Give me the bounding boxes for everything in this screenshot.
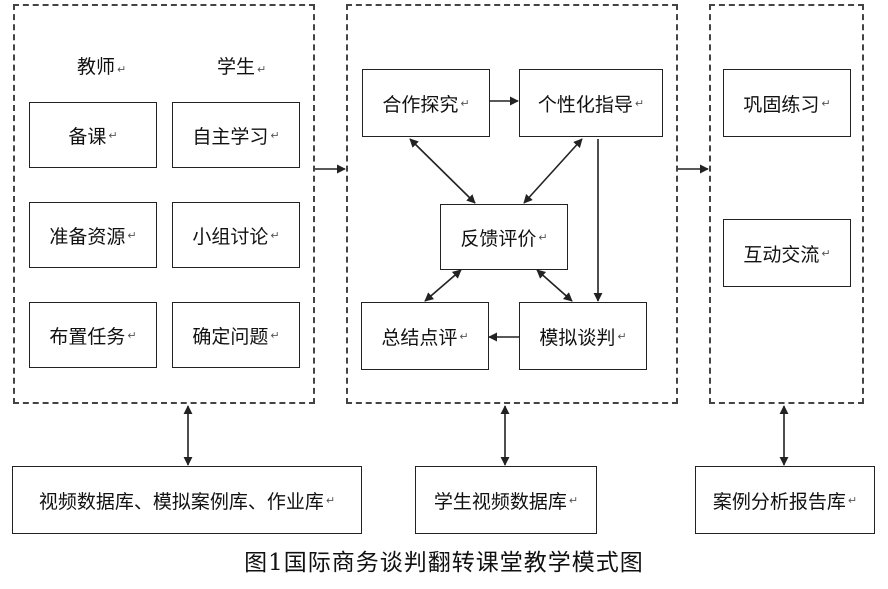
teacher-header: 教师↵ xyxy=(77,52,126,79)
box-personalized-guidance: 个性化指导↵ xyxy=(519,69,663,137)
arrow-feedback-negotiation xyxy=(536,269,573,302)
box-consolidation-practice: 巩固练习↵ xyxy=(723,69,851,137)
student-box-group-discussion: 小组讨论↵ xyxy=(172,202,300,268)
figure-caption: 图1国际商务谈判翻转课堂教学模式图 xyxy=(244,550,644,576)
box-label: 案例分析报告库 xyxy=(712,490,846,513)
box-label: 确定问题 xyxy=(192,325,269,348)
teacher-box-prepare-resources: 准备资源↵ xyxy=(29,202,157,268)
box-label: 自主学习 xyxy=(192,125,269,148)
box-case-analysis-library: 案例分析报告库↵ xyxy=(695,466,875,534)
arrow-feedback-summary xyxy=(424,269,462,302)
box-feedback-evaluation: 反馈评价↵ xyxy=(440,204,568,270)
paragraph-mark: ↵ xyxy=(568,493,579,507)
box-label: 准备资源 xyxy=(49,225,126,248)
box-label: 合作探究 xyxy=(382,93,459,116)
arrow-inquiry-feedback xyxy=(409,138,476,204)
paragraph-mark: ↵ xyxy=(270,328,280,342)
box-label: 互动交流 xyxy=(743,243,820,266)
paragraph-mark: ↵ xyxy=(117,63,127,76)
paragraph-mark: ↵ xyxy=(847,493,858,507)
paragraph-mark: ↵ xyxy=(257,63,267,76)
teacher-box-assign-tasks: 布置任务↵ xyxy=(29,302,157,368)
arrow-guidance-feedback xyxy=(523,138,583,204)
middle-panel xyxy=(346,4,678,404)
paragraph-mark: ↵ xyxy=(270,228,280,242)
box-mock-negotiation: 模拟谈判↵ xyxy=(519,302,647,370)
box-label: 模拟谈判 xyxy=(539,326,616,349)
teacher-box-lesson-prep: 备课↵ xyxy=(29,102,157,168)
box-interactive-exchange: 互动交流↵ xyxy=(723,219,851,287)
box-label: 视频数据库、模拟案例库、作业库 xyxy=(38,490,324,513)
box-label: 总结点评 xyxy=(381,326,458,349)
paragraph-mark: ↵ xyxy=(325,493,336,507)
student-header-text: 学生 xyxy=(217,56,256,78)
box-summary-comment: 总结点评↵ xyxy=(361,302,489,370)
paragraph-mark: ↵ xyxy=(538,230,548,244)
paragraph-mark: ↵ xyxy=(460,96,470,110)
paragraph-mark: ↵ xyxy=(617,329,627,343)
left-panel xyxy=(13,4,315,404)
box-label: 反馈评价 xyxy=(460,227,537,250)
box-student-video-database: 学生视频数据库↵ xyxy=(415,466,597,534)
student-box-self-study: 自主学习↵ xyxy=(172,102,300,168)
box-label: 学生视频数据库 xyxy=(433,490,567,513)
box-label: 布置任务 xyxy=(49,325,126,348)
box-label: 小组讨论 xyxy=(192,225,269,248)
paragraph-mark: ↵ xyxy=(459,329,469,343)
paragraph-mark: ↵ xyxy=(127,328,137,342)
teacher-header-text: 教师 xyxy=(77,56,116,78)
student-box-identify-problems: 确定问题↵ xyxy=(172,302,300,368)
box-label: 个性化指导 xyxy=(537,93,633,116)
paragraph-mark: ↵ xyxy=(108,128,118,142)
paragraph-mark: ↵ xyxy=(127,228,137,242)
paragraph-mark: ↵ xyxy=(821,96,831,110)
paragraph-mark: ↵ xyxy=(270,128,280,142)
box-cooperative-inquiry: 合作探究↵ xyxy=(362,69,490,137)
box-label: 备课 xyxy=(68,125,107,148)
right-panel xyxy=(709,4,864,404)
paragraph-mark: ↵ xyxy=(821,246,831,260)
box-label: 巩固练习 xyxy=(743,93,820,116)
paragraph-mark: ↵ xyxy=(634,96,645,110)
box-resource-databases: 视频数据库、模拟案例库、作业库↵ xyxy=(12,466,362,534)
student-header: 学生↵ xyxy=(217,52,266,79)
